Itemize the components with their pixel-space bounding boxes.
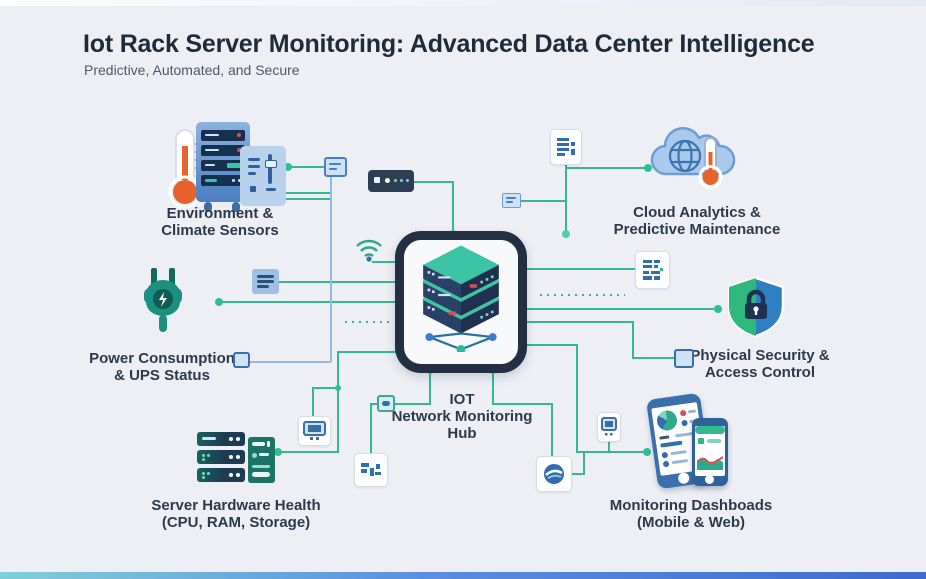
environment-label-line2: Climate Sensors [161, 222, 279, 239]
power-label-line2: & UPS Status [114, 367, 210, 384]
cloud-label: Cloud Analytics & Predictive Maintenance [614, 204, 781, 238]
sensor-square-icon [674, 349, 694, 368]
node-dot [215, 298, 223, 306]
hardware-label-line1: Server Hardware Health [151, 497, 321, 514]
network-legs [428, 332, 494, 351]
wifi-icon [356, 239, 382, 262]
node-dot [335, 385, 341, 391]
connector-line [412, 181, 454, 233]
monitor-icon [298, 416, 331, 446]
network-glyph-icon [354, 453, 388, 487]
keypad-panel-icon [252, 269, 279, 294]
node-dot [714, 305, 722, 313]
sensor-panel-icon [240, 146, 286, 206]
page-title: Iot Rack Server Monitoring: Advanced Dat… [83, 30, 815, 58]
power-plug-icon [144, 268, 182, 332]
chip-square-icon [377, 395, 395, 412]
bottom-accent-strip [0, 572, 926, 579]
isometric-server-icon [422, 245, 500, 352]
log-list-icon [550, 129, 582, 165]
security-label-line1: Physical Security & [690, 347, 830, 364]
dashboards-label: Monitoring Dashboads (Mobile & Web) [610, 497, 773, 531]
web-dashboard-icon [692, 418, 728, 486]
cloud-label-line1: Cloud Analytics & [633, 204, 761, 221]
hub-label-line2: Network Monitoring [391, 408, 533, 425]
data-table-icon [635, 251, 670, 289]
connector-line [523, 344, 643, 453]
node-dot [274, 448, 282, 456]
connector-line [523, 321, 674, 359]
power-label-line1: Power Consumption [89, 350, 235, 367]
security-label: Physical Security & Access Control [690, 347, 829, 381]
node-dot [562, 230, 570, 238]
connector-line [312, 387, 338, 418]
cloud-globe-thermometer-icon [650, 127, 736, 189]
globe-sync-icon [536, 456, 572, 492]
dashboards-label-line1: Monitoring Dashboads [609, 497, 773, 514]
hardware-label-line2: (CPU, RAM, Storage) [161, 514, 311, 531]
dashboards-label-line2: (Mobile & Web) [636, 514, 746, 531]
hub-label: IOT Network Monitoring Hub [392, 391, 533, 442]
mini-screen-icon [324, 157, 347, 177]
hardware-label: Server Hardware Health (CPU, RAM, Storag… [151, 497, 320, 531]
metrics-panel-icon [248, 437, 275, 483]
power-label: Power Consumption & UPS Status [89, 350, 235, 384]
shield-lock-icon [727, 276, 785, 338]
sensor-square-icon [233, 352, 250, 368]
security-label-line2: Access Control [704, 364, 816, 381]
hub-label-line1: IOT [449, 391, 475, 408]
environment-label: Environment & Climate Sensors [161, 205, 279, 239]
server-stack-icon [197, 432, 245, 482]
connector-line [570, 452, 585, 475]
environment-label-line1: Environment & [166, 205, 274, 222]
cloud-label-line2: Predictive Maintenance [613, 221, 781, 238]
dashboard-devices [646, 392, 742, 492]
iot-hub-frame [395, 231, 527, 373]
mini-panel-icon [502, 193, 521, 208]
top-accent-strip [0, 0, 926, 6]
hub-label-line3: Hub [447, 425, 477, 442]
page-subtitle: Predictive, Automated, and Secure [84, 62, 300, 78]
monitor-icon [597, 412, 621, 442]
router-icon [368, 170, 414, 192]
